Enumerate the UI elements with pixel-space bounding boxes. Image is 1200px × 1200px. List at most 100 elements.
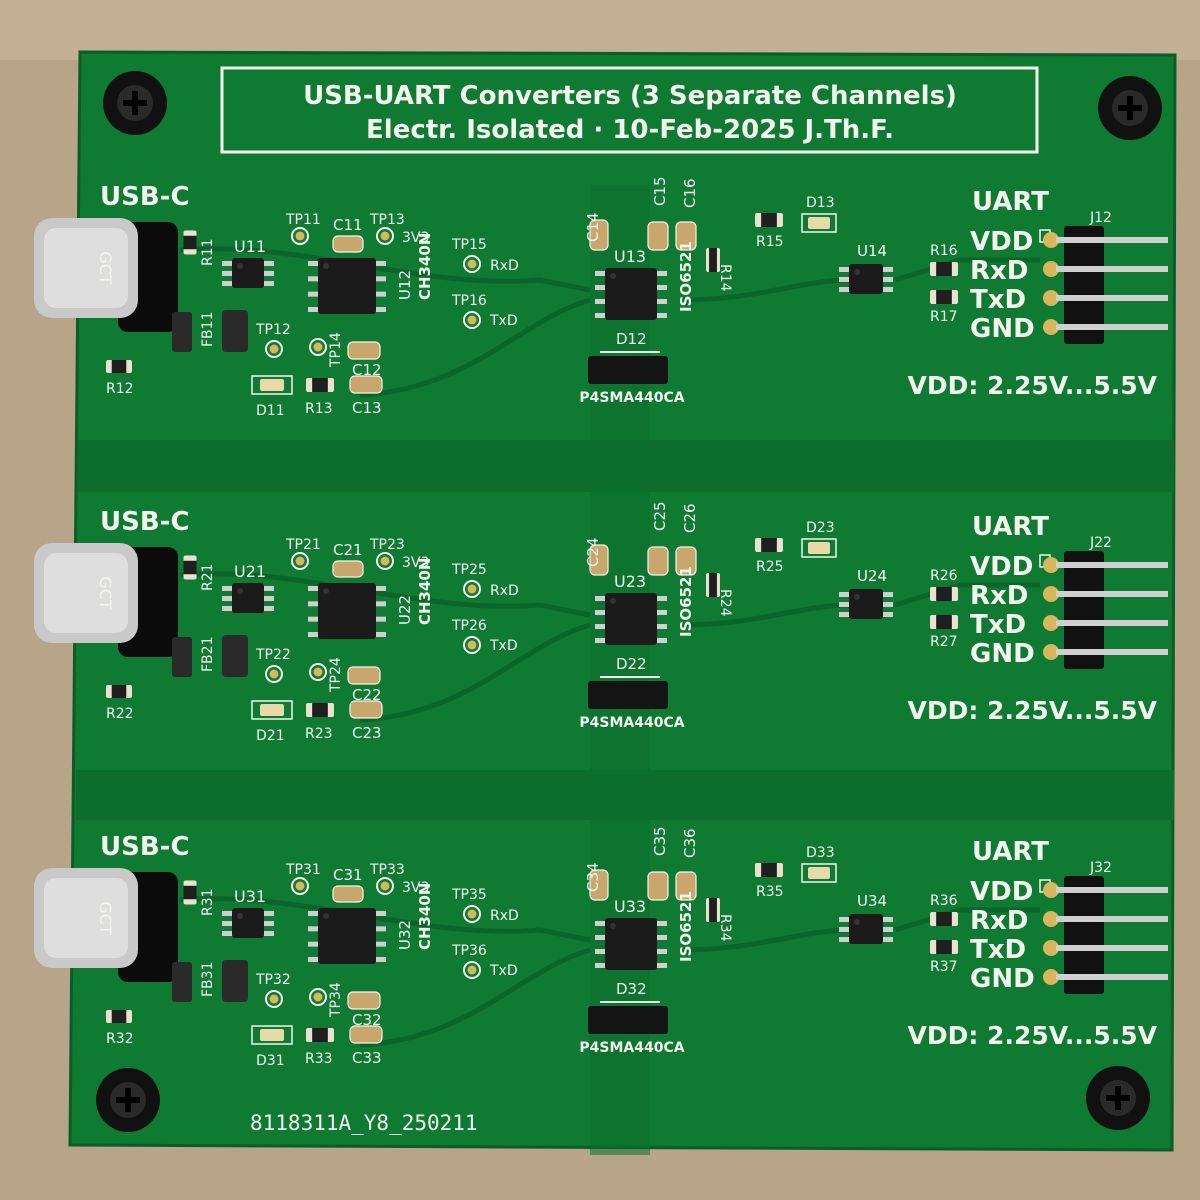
ref-c5: C25 <box>651 501 669 531</box>
chip-u4-pin <box>881 592 893 597</box>
chip-u4-pin <box>839 917 851 922</box>
testpoint-rxd <box>463 905 481 923</box>
chip-u4 <box>839 914 893 944</box>
led-d3-outline <box>801 213 837 233</box>
resistor-r2 <box>106 360 132 373</box>
resistor-r6-body <box>936 912 952 926</box>
capacitor-c4-body <box>590 545 608 575</box>
resistor-r2 <box>106 1010 132 1023</box>
testpoint-d <box>309 988 327 1006</box>
chip-u2-pin <box>308 307 320 312</box>
testpoint-rxd-ring <box>463 580 481 598</box>
ref-d3: D23 <box>806 520 835 536</box>
chip-u3-pin <box>595 313 607 318</box>
chip-u2-pin <box>374 601 386 607</box>
ref-r5: R15 <box>756 234 784 250</box>
capacitor-c1-outline <box>332 560 364 578</box>
trace <box>894 257 1040 283</box>
testpoint-rxd-ring <box>463 255 481 273</box>
chip-u1-pin <box>222 931 234 936</box>
chip-u4-pin <box>839 612 851 617</box>
chip-u2-pin <box>374 307 386 312</box>
fuse-f1 <box>172 312 192 352</box>
chip-u3-pin <box>655 271 667 276</box>
ref-tp-e: TP35 <box>451 887 487 903</box>
chip-u2-pin <box>374 616 386 622</box>
chip-u3-pin <box>595 271 607 276</box>
ref-c6: C36 <box>681 828 699 858</box>
usb-c-label: USB-C <box>100 182 190 212</box>
ref-u4: U24 <box>857 567 887 585</box>
chip-u2-pin <box>374 632 386 637</box>
led-d3 <box>808 542 830 554</box>
capacitor-c5-outline <box>647 871 669 901</box>
uart-pin-label-rxd: RxD <box>970 906 1028 936</box>
uart-pin-label-rxd: RxD <box>970 581 1028 611</box>
chip-u4-pin <box>881 917 893 922</box>
capacitor-c5-outline <box>647 546 669 576</box>
chip-u2-pin <box>374 941 386 947</box>
chip-name-iso6521: ISO6521 <box>677 891 695 962</box>
ref-tp-e: TP15 <box>451 237 487 253</box>
usb-c-face <box>44 228 128 308</box>
testpoint-c-ring <box>265 990 283 1008</box>
ref-r1: R11 <box>200 238 216 266</box>
resistor-r1-body <box>183 885 197 900</box>
resistor-r5-body <box>761 863 777 877</box>
capacitor-c1 <box>332 885 364 903</box>
ref-tp-d: TP24 <box>328 657 344 693</box>
chip-u3-body <box>605 918 657 970</box>
label-3v3: 3V3 <box>402 555 429 571</box>
chip-u3-pin <box>595 285 607 290</box>
testpoint-txd <box>463 636 481 654</box>
chip-u1-pin <box>262 931 274 936</box>
fuse-f1 <box>172 637 192 677</box>
chip-u3-dot <box>610 598 616 604</box>
ref-r3: R33 <box>305 1051 333 1067</box>
ref-tp-d: TP34 <box>328 982 344 1018</box>
chip-u3 <box>595 268 667 320</box>
testpoint-c <box>265 340 283 358</box>
testpoint-b <box>376 877 394 895</box>
uart-title: UART <box>972 512 1049 542</box>
header-pin <box>1056 620 1168 626</box>
header-pin <box>1056 295 1168 301</box>
chip-u1-dot <box>237 588 243 594</box>
chip-u4-pin <box>881 287 893 292</box>
testpoint-rxd-ring <box>463 905 481 923</box>
chip-u4-body <box>849 264 883 294</box>
resistor-r4 <box>706 573 720 597</box>
resistor-r7 <box>930 940 958 954</box>
chip-u4-dot <box>854 269 860 275</box>
chip-name-ch340n: CH340N <box>416 558 434 625</box>
chip-u1-pin <box>262 596 274 601</box>
testpoint-txd-ring <box>463 311 481 329</box>
testpoint-b-pad <box>380 881 390 891</box>
capacitor-c5-body <box>648 547 668 575</box>
ferrite-fb <box>222 635 248 677</box>
ref-tp-c: TP22 <box>255 647 291 663</box>
ref-tp-c: TP12 <box>255 322 291 338</box>
diode-name: P4SMA440CA <box>579 390 684 406</box>
chip-name-ch340n: CH340N <box>416 883 434 950</box>
ref-d1: D21 <box>256 728 285 744</box>
capacitor-c6-outline <box>675 221 697 251</box>
chip-u4-pin <box>839 277 851 282</box>
ref-c4: C24 <box>584 537 602 567</box>
capacitor-c3-outline <box>349 1025 383 1044</box>
testpoint-txd-pad <box>467 315 477 325</box>
resistor-r5 <box>755 538 783 552</box>
resistor-r4 <box>706 248 720 272</box>
ref-c5: C15 <box>651 176 669 206</box>
capacitor-c1-body <box>333 561 363 577</box>
capacitor-c3 <box>349 700 383 719</box>
capacitor-c5 <box>647 871 669 901</box>
chip-u3-dot <box>610 273 616 279</box>
ref-u4: U34 <box>857 892 887 910</box>
ref-r2: R22 <box>106 706 134 722</box>
ref-c4: C14 <box>584 212 602 242</box>
chip-u2-pin <box>308 632 320 637</box>
chip-u3-pin <box>595 610 607 615</box>
